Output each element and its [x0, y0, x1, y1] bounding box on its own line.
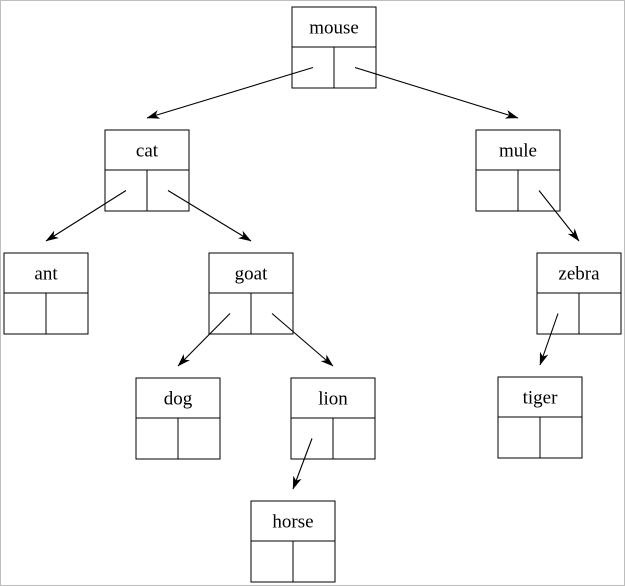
node-label: ant — [34, 264, 58, 285]
node-label-box — [536, 252, 622, 294]
node-label-box — [135, 377, 221, 419]
tree-node-zebra: zebra — [536, 252, 622, 335]
node-label-box — [290, 377, 376, 419]
node-right-pointer-cell — [45, 292, 89, 335]
node-label: mule — [499, 141, 537, 162]
node-label-box — [250, 500, 336, 542]
node-label: cat — [136, 141, 159, 162]
node-label: goat — [235, 264, 268, 285]
node-label-box — [104, 129, 190, 171]
node-right-pointer-cell — [517, 169, 561, 212]
edge-mule-zebra — [538, 190, 580, 242]
node-label-box — [497, 376, 583, 418]
node-right-pointer-cell — [539, 416, 583, 459]
tree-node-mule: mule — [475, 129, 561, 212]
node-label: dog — [164, 389, 193, 410]
node-right-pointer-cell — [292, 540, 336, 583]
node-label: mouse — [309, 18, 359, 39]
tree-node-horse: horse — [250, 500, 336, 583]
tree-node-cat: cat — [104, 129, 190, 212]
node-label: zebra — [558, 264, 600, 285]
node-label: tiger — [523, 388, 558, 409]
node-label: lion — [318, 389, 348, 410]
node-right-pointer-cell — [332, 417, 376, 460]
tree-node-lion: lion — [290, 377, 376, 460]
node-right-pointer-cell — [177, 417, 221, 460]
edge-cat-goat — [167, 190, 252, 242]
edge-zebra-tiger — [539, 313, 559, 366]
node-label-box — [208, 252, 294, 294]
node-left-pointer-cell — [3, 292, 47, 335]
node-left-pointer-cell — [135, 417, 179, 460]
tree-node-dog: dog — [135, 377, 221, 460]
edge-goat-dog — [177, 313, 231, 367]
edge-mouse-cat — [146, 66, 314, 119]
edge-goat-lion — [271, 313, 334, 367]
tree-node-ant: ant — [3, 252, 89, 335]
node-label-box — [291, 6, 377, 48]
tree-node-mouse: mouse — [291, 6, 377, 89]
node-right-pointer-cell — [578, 292, 622, 335]
edge-lion-horse — [292, 438, 313, 490]
tree-node-tiger: tiger — [497, 376, 583, 459]
node-left-pointer-cell — [497, 416, 541, 459]
edge-mouse-mule — [354, 66, 519, 119]
node-left-pointer-cell — [250, 540, 294, 583]
node-label: horse — [272, 512, 313, 533]
edge-cat-ant — [45, 190, 127, 242]
node-left-pointer-cell — [475, 169, 519, 212]
